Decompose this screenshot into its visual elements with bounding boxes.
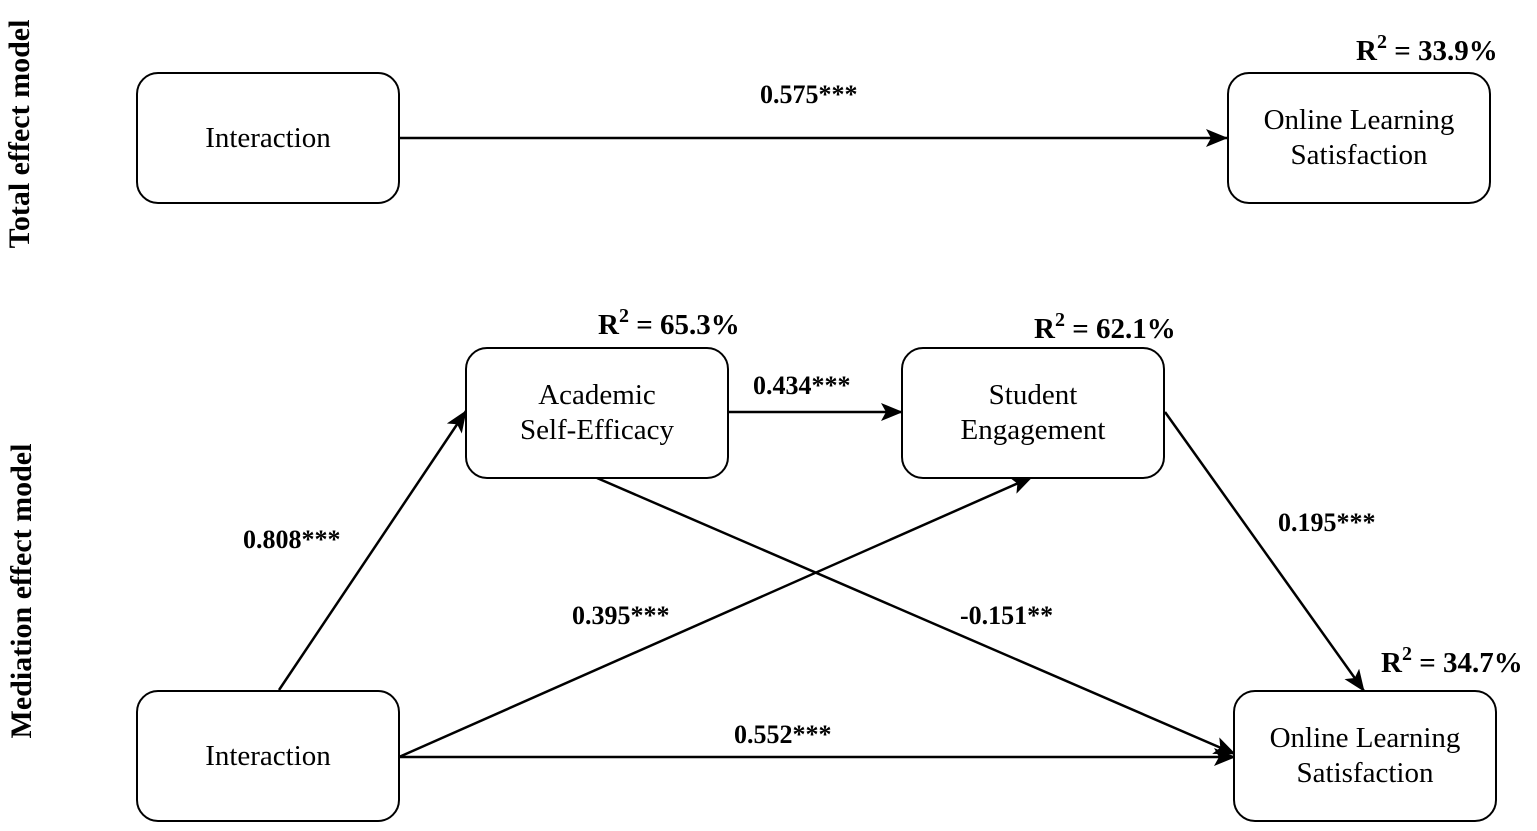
engagement-node: Student Engagement [901,347,1165,479]
mediation-interaction-node: Interaction [136,690,400,822]
coef-self-efficacy-to-engagement: 0.434*** [753,371,851,400]
engagement-line2: Engagement [960,414,1106,446]
total-satisfaction-line1: Online Learning [1263,104,1455,136]
total-interaction-label: Interaction [205,121,331,154]
total-satisfaction-node: Online Learning Satisfaction [1227,72,1491,204]
total-satisfaction-line2: Satisfaction [1290,139,1428,171]
mediation-satisfaction-line2: Satisfaction [1296,757,1434,789]
mediation-satisfaction-line1: Online Learning [1269,722,1461,754]
mediation-interaction-label: Interaction [205,739,331,772]
mediation-satisfaction-node: Online Learning Satisfaction [1233,690,1497,822]
engagement-r2: R2 = 62.1% [1034,309,1176,345]
coef-self-efficacy-to-satisfaction: -0.151** [960,601,1054,630]
coef-interaction-to-self-efficacy: 0.808*** [243,525,341,554]
coef-engagement-to-satisfaction: 0.195*** [1278,508,1376,537]
self-efficacy-node: Academic Self-Efficacy [465,347,729,479]
engagement-line1: Student [988,379,1078,411]
self-efficacy-line1: Academic [538,379,656,411]
coef-interaction-to-satisfaction: 0.552*** [734,720,832,749]
total-interaction-node: Interaction [136,72,400,204]
arrow-interaction-to-engagement [398,475,1033,759]
total-path-coefficient: 0.575*** [760,80,858,109]
self-efficacy-r2: R2 = 65.3% [598,305,740,341]
arrow-engagement-to-satisfaction [1163,411,1366,692]
self-efficacy-line2: Self-Efficacy [519,414,675,446]
mediation-satisfaction-r2: R2 = 34.7% [1381,643,1523,679]
arrow-self-efficacy-to-satisfaction [596,476,1236,756]
total-satisfaction-r2: R2 = 33.9% [1356,31,1498,67]
arrow-interaction-to-self-efficacy [277,410,468,691]
coef-interaction-to-engagement: 0.395*** [572,601,670,630]
